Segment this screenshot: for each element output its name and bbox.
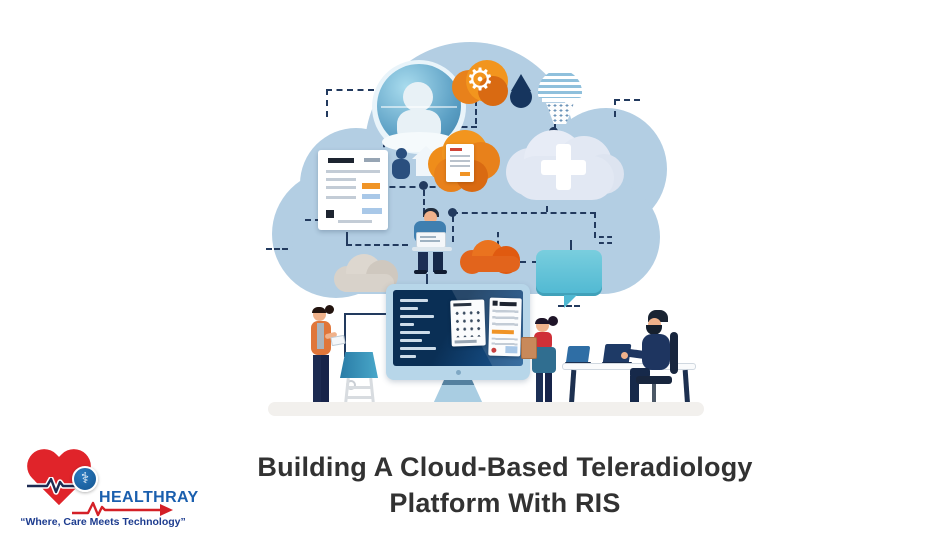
droplet-icon (510, 74, 532, 108)
filter-funnel-icon (538, 70, 582, 126)
connector-node (448, 208, 457, 217)
orange-cloud (460, 240, 524, 276)
seated-man-right (621, 310, 690, 416)
brand-tagline: “Where, Care Meets Technology” (20, 516, 186, 528)
monitor-stand (433, 380, 483, 404)
monitor-screen (393, 290, 523, 366)
document-cloud-icon (428, 130, 500, 196)
gray-cloud (334, 254, 400, 294)
connector-node (419, 181, 428, 190)
ground-line (268, 402, 704, 416)
office-chair (670, 332, 678, 374)
monitor (386, 284, 530, 424)
brand-name: HEALTHRAY (99, 489, 199, 506)
gear-icon: ⚙ (452, 60, 508, 110)
brand-arrow-icon (72, 501, 173, 517)
standing-woman-left (303, 305, 346, 413)
caduceus-icon: ⚕ (72, 466, 98, 492)
medical-cross-cloud-icon (506, 130, 626, 206)
title-line-1: Building A Cloud-Based Teleradiology (257, 452, 753, 482)
speech-bubble-icon (536, 250, 602, 312)
screen-doc-panel-2 (488, 297, 522, 357)
ekg-line-icon (27, 477, 81, 495)
floor-lamp (340, 352, 380, 412)
hero-illustration: ⚙ (266, 42, 704, 424)
medical-report-icon (318, 150, 388, 230)
seated-developer (406, 208, 458, 276)
screen-list-panel (400, 294, 444, 360)
page-title: Building A Cloud-Based Teleradiology Pla… (175, 449, 835, 521)
brand-logo: ⚕ HEALTHRAY “Where, Care Meets Technolog… (18, 444, 198, 540)
office-desk (562, 344, 702, 410)
screen-doc-panel-1 (450, 299, 486, 347)
title-line-2: Platform With RIS (389, 488, 621, 518)
